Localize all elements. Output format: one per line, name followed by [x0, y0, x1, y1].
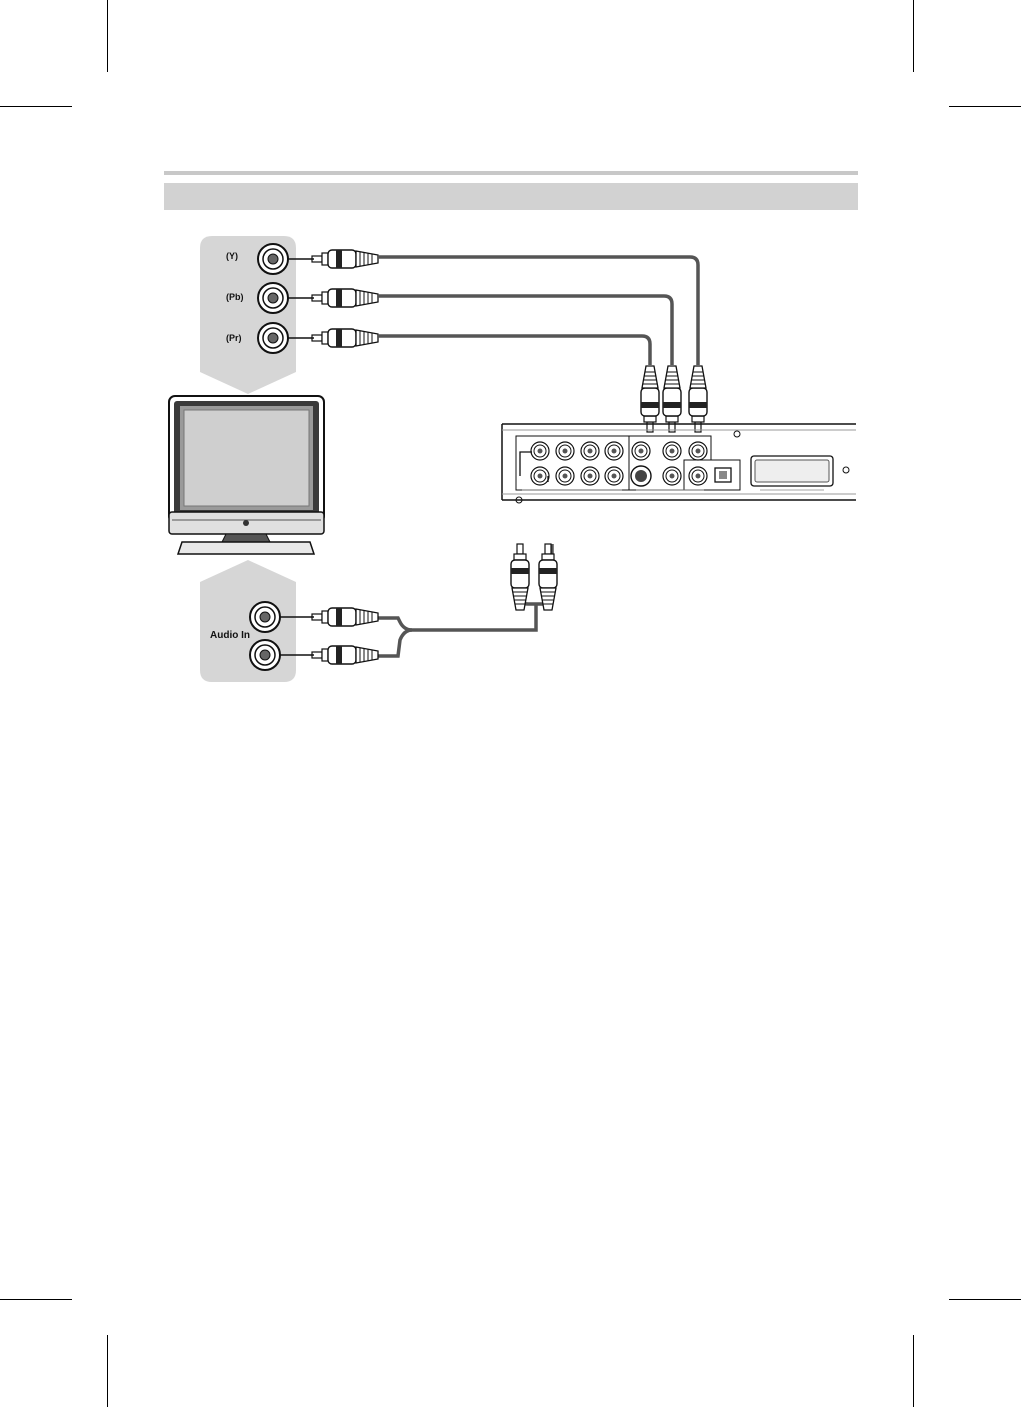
- rca-jack-icon: [531, 467, 549, 485]
- rca-jack-icon: [556, 467, 574, 485]
- label-y: (Y): [226, 251, 238, 261]
- component-video-cables: [378, 257, 698, 365]
- rca-jack-icon: [250, 640, 280, 670]
- rca-jack-icon: [663, 442, 681, 460]
- rca-plug-icon: [663, 366, 681, 432]
- rca-plug-icon: [641, 366, 659, 432]
- rca-jack-icon: [689, 467, 707, 485]
- rca-jack-icon: [556, 442, 574, 460]
- rca-jack-icon: [605, 442, 623, 460]
- rca-jack-icon: [581, 442, 599, 460]
- rca-jack-icon: [663, 467, 681, 485]
- rca-jack-icon: [258, 283, 288, 313]
- rca-plug-icon: [539, 544, 557, 610]
- rca-plug-icon: [312, 250, 378, 268]
- tv-audio-input-panel: [200, 560, 296, 682]
- label-audio-in: Audio In: [210, 630, 250, 641]
- rca-jack-icon: [250, 602, 280, 632]
- rca-plug-icon: [689, 366, 707, 432]
- tv-icon: [169, 396, 324, 554]
- rca-jack-icon: [258, 323, 288, 353]
- rca-jack-icon: [632, 442, 650, 460]
- rca-plug-icon: [312, 289, 378, 307]
- rca-plug-icon: [511, 544, 529, 610]
- rca-jack-icon: [531, 442, 549, 460]
- rca-jack-icon: [605, 467, 623, 485]
- rca-jack-icon: [258, 244, 288, 274]
- rca-plug-icon: [312, 329, 378, 347]
- label-pr: (Pr): [226, 333, 242, 343]
- rca-plug-icon: [312, 646, 378, 664]
- rca-jack-icon: [689, 442, 707, 460]
- s-video-jack-icon: [631, 466, 651, 486]
- rca-jack-icon: [581, 467, 599, 485]
- optical-jack-icon: [715, 468, 731, 482]
- label-pb: (Pb): [226, 292, 244, 302]
- dvd-player-rear-panel: [502, 424, 856, 503]
- rca-plug-icon: [312, 608, 378, 626]
